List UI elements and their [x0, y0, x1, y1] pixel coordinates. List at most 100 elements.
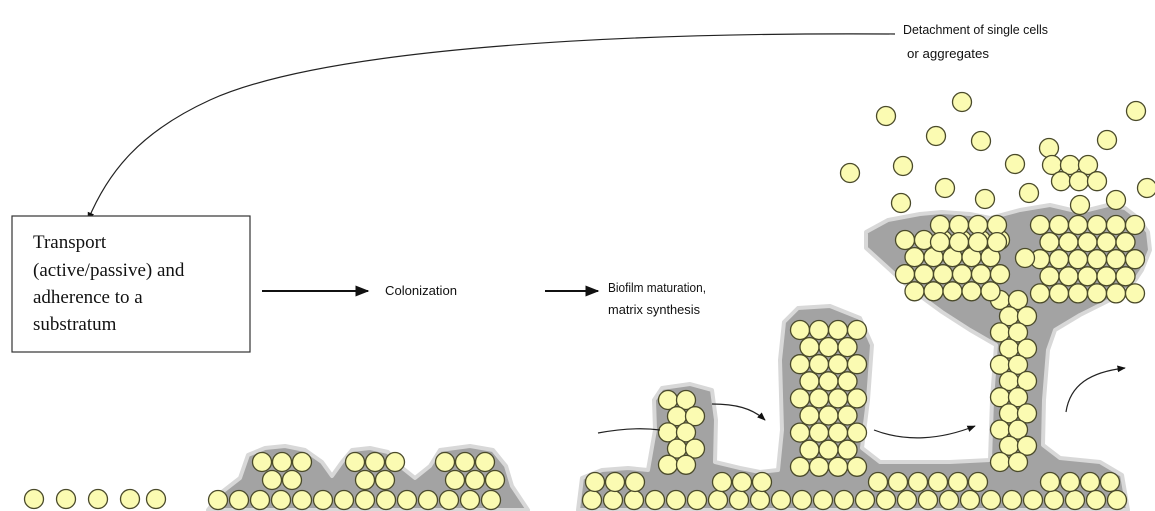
transport-line-1: Transport — [33, 232, 107, 253]
bacterial-cell — [877, 107, 896, 126]
bacterial-cell — [919, 491, 938, 510]
bacterial-cell — [810, 423, 829, 442]
bacterial-cell — [366, 453, 385, 472]
bacterial-cell — [688, 491, 707, 510]
bacterial-cell — [293, 491, 312, 510]
bacterial-cell — [1020, 184, 1039, 203]
bacterial-cell — [988, 216, 1007, 235]
bacterial-cell — [57, 490, 76, 509]
bacterial-cell — [583, 491, 602, 510]
bacterial-cell — [976, 190, 995, 209]
bacterial-cell — [121, 490, 140, 509]
bacterial-cell — [1088, 250, 1107, 269]
bacterial-cell — [1066, 491, 1085, 510]
bacterial-cell — [991, 265, 1010, 284]
bacterial-cell — [209, 491, 228, 510]
bacterial-cell — [927, 127, 946, 146]
bacterial-cell — [800, 406, 819, 425]
bacterial-cell — [1097, 267, 1116, 286]
bacterial-cell — [263, 471, 282, 490]
bacterial-cell — [929, 473, 948, 492]
bacterial-cell — [1107, 216, 1126, 235]
bacterial-cell — [709, 491, 728, 510]
bacterial-cell — [436, 453, 455, 472]
bacterial-cell — [314, 491, 333, 510]
bacterial-cell — [848, 389, 867, 408]
bacterial-cell — [273, 453, 292, 472]
bacterial-cell — [931, 216, 950, 235]
bacterial-cell — [898, 491, 917, 510]
bacterial-cell — [943, 282, 962, 301]
cycle-arrow-curve — [88, 34, 895, 220]
bacterial-cell — [713, 473, 732, 492]
bacterial-cell — [838, 406, 857, 425]
bacterial-cell — [1050, 216, 1069, 235]
bacterial-cell — [969, 216, 988, 235]
bacterial-cell — [1116, 267, 1135, 286]
bacterial-cell — [89, 490, 108, 509]
bacterial-cell — [1041, 473, 1060, 492]
bacterial-cell — [1138, 179, 1155, 198]
bacterial-cell — [856, 491, 875, 510]
bacterial-cell — [1069, 216, 1088, 235]
bacterial-cell — [1016, 249, 1035, 268]
bacterial-cell — [793, 491, 812, 510]
bacterial-cell — [1108, 491, 1127, 510]
bacterial-cell — [1097, 233, 1116, 252]
bacterial-cell — [894, 157, 913, 176]
bacterial-cell — [1045, 491, 1064, 510]
colonization-label: Colonization — [385, 283, 457, 298]
bacterial-cell — [848, 457, 867, 476]
bacterial-cell — [1126, 284, 1145, 303]
bacterial-cell — [253, 453, 272, 472]
flow-arrow-4 — [1066, 368, 1125, 412]
bacterial-cell — [466, 471, 485, 490]
bacterial-cell — [1069, 250, 1088, 269]
bacterial-cell — [988, 233, 1007, 252]
bacterial-cell — [791, 457, 810, 476]
bacterial-cell — [1031, 216, 1050, 235]
bacterial-cell — [889, 473, 908, 492]
bacterial-cell — [1050, 284, 1069, 303]
bacterial-cell — [335, 491, 354, 510]
bacterial-cell — [991, 453, 1010, 472]
bacterial-cell — [982, 491, 1001, 510]
bacterial-cell — [751, 491, 770, 510]
bacterial-cell — [800, 372, 819, 391]
bacterial-cell — [730, 491, 749, 510]
bacterial-cell — [346, 453, 365, 472]
bacterial-cell — [356, 471, 375, 490]
transport-line-2: (active/passive) and — [33, 260, 185, 281]
bacterial-cell — [461, 491, 480, 510]
bacterial-cell — [800, 440, 819, 459]
bacterial-cell — [1031, 284, 1050, 303]
bacterial-cell — [646, 491, 665, 510]
bacterial-cell — [1107, 250, 1126, 269]
bacterial-cell — [1052, 172, 1071, 191]
bacterial-cell — [791, 389, 810, 408]
bacterial-cell — [476, 453, 495, 472]
bacterial-cell — [1040, 139, 1059, 158]
bacterial-cell — [936, 179, 955, 198]
bacterial-cell — [924, 282, 943, 301]
bacterial-cell — [969, 233, 988, 252]
bacterial-cell — [482, 491, 501, 510]
bacterial-cell — [949, 473, 968, 492]
bacterial-cell — [659, 455, 678, 474]
bacterial-cell — [1088, 284, 1107, 303]
bacterial-cell — [1081, 473, 1100, 492]
bacterial-cell — [1059, 233, 1078, 252]
bacterial-cell — [934, 265, 953, 284]
bacterial-cell — [829, 423, 848, 442]
bacterial-cell — [667, 491, 686, 510]
bacterial-cell — [1116, 233, 1135, 252]
bacterial-cell — [1098, 131, 1117, 150]
bacterial-cell — [848, 423, 867, 442]
bacterial-cell — [398, 491, 417, 510]
bacterial-cell — [969, 473, 988, 492]
bacterial-cell — [440, 491, 459, 510]
bacterial-cell — [810, 457, 829, 476]
bacterial-cell — [283, 471, 302, 490]
bacterial-cell — [606, 473, 625, 492]
